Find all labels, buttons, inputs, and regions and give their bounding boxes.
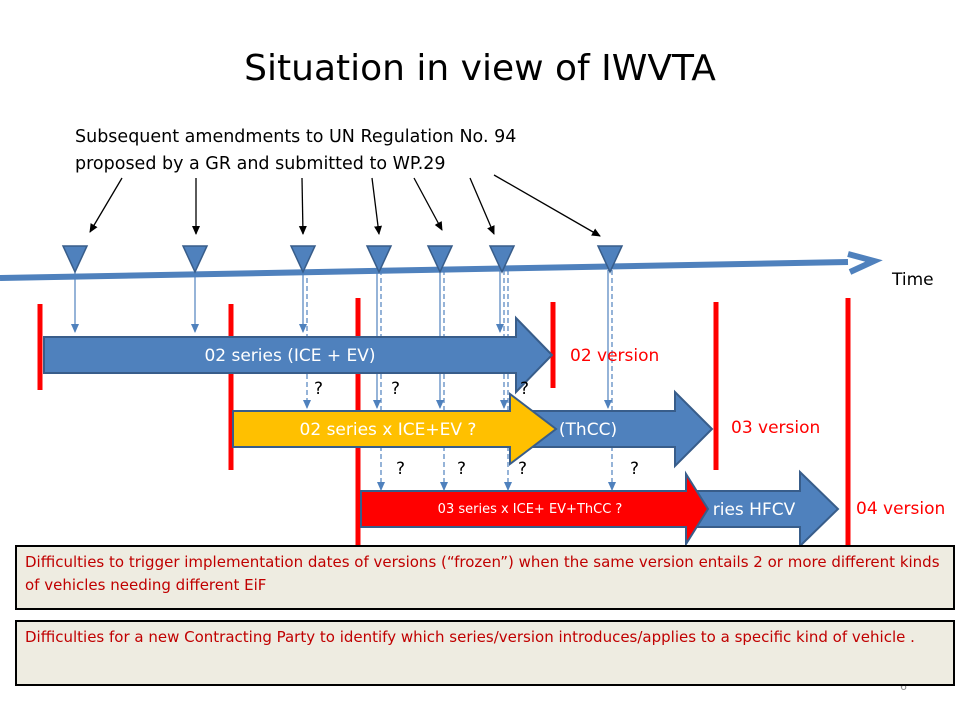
callout-arrow-5 [413,177,443,231]
amendment-marker-3 [289,245,317,274]
question-mark-2: ? [391,379,400,399]
note-text-contracting-party: Difficulties for a new Contracting Party… [25,628,915,646]
arrow-02-series-label: 02 series (ICE + EV) [204,346,375,366]
question-marks: ? ? ? ? ? ? ? [314,379,639,479]
arrow-02-series [43,315,554,395]
amendment-marker-1 [61,245,89,274]
connector-lines [71,270,616,491]
arrow-02-series-x-label: 02 series x ICE+EV ? [300,420,477,440]
amendment-marker-7 [596,245,624,274]
slide-title: Situation in view of IWVTA [244,48,716,89]
callout-arrow-4 [371,177,382,235]
amendment-marker-4 [365,245,393,274]
question-mark-6: ? [518,459,527,479]
version-label-02: 02 version [570,346,659,366]
arrow-02-series-x [232,391,558,467]
question-mark-5: ? [457,459,466,479]
time-axis-arrowhead [847,251,883,275]
amendment-markers [61,245,624,274]
callout-arrow-3 [298,177,307,235]
arrow-03-series-x-label: 03 series x ICE+ EV+ThCC ? [438,502,623,517]
subtitle-line-1: Subsequent amendments to UN Regulation N… [75,127,517,147]
question-mark-7: ? [630,459,639,479]
version-bars [37,298,851,548]
note-box-contracting-party: Difficulties for a new Contracting Party… [15,620,955,686]
callout-arrow-6 [469,177,495,235]
note-text-eif: Difficulties to trigger implementation d… [25,553,940,594]
arrow-03-series-x [360,470,710,548]
page-number: 6 [900,680,907,693]
callout-arrow-7 [493,174,601,237]
amendment-marker-5 [426,245,454,274]
amendment-marker-6 [488,245,516,274]
time-label: Time [891,270,934,290]
question-mark-3: ? [520,379,529,399]
arrow-04-series-label: ries HFCV [713,500,796,520]
callout-arrow-1 [89,177,123,233]
subtitle-line-2: proposed by a GR and submitted to WP.29 [75,154,446,174]
note-box-eif: Difficulties to trigger implementation d… [15,545,955,610]
question-mark-1: ? [314,379,323,399]
time-axis [0,251,883,281]
version-label-04: 04 version [856,499,945,519]
arrow-03-series-label: (ThCC) [559,420,617,440]
callout-arrows [89,174,601,237]
subtitle: Subsequent amendments to UN Regulation N… [75,124,516,178]
version-label-03: 03 version [731,418,820,438]
question-mark-4: ? [396,459,405,479]
amendment-marker-2 [181,245,209,274]
